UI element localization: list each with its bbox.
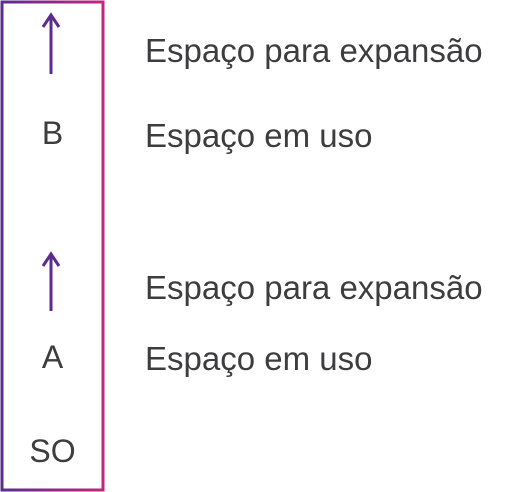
memory-stack-frame: [0, 0, 105, 492]
used-space-label-a: Espaço em uso: [145, 340, 373, 377]
used-space-label-b: Espaço em uso: [145, 117, 373, 154]
process-a-label: A: [41, 339, 64, 375]
arrow-up-icon: [41, 251, 61, 311]
expansion-space-label-b: Espaço para expansão: [145, 32, 483, 69]
arrow-up-icon: [41, 12, 61, 74]
stack-outline: [0, 0, 105, 492]
process-b-label: B: [41, 115, 64, 151]
memory-stack: B A SO: [0, 0, 106, 492]
expansion-space-label-a: Espaço para expansão: [145, 269, 483, 306]
os-label: SO: [29, 433, 76, 469]
